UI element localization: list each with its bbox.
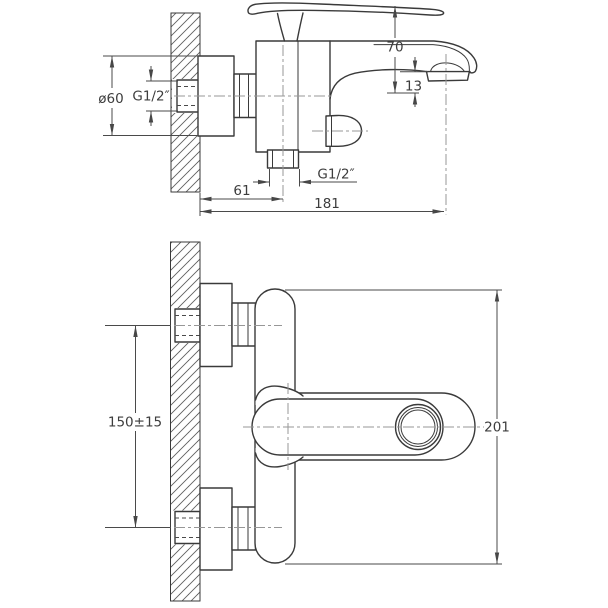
dim-handle-height-label: 70: [386, 40, 403, 56]
dim-body-height: 201: [285, 289, 510, 565]
flange-bottom: [199, 487, 233, 571]
wall-section-front: [170, 241, 201, 602]
spout-inner-edge: [373, 44, 470, 73]
dim-spout-drop-label: 13: [405, 79, 422, 95]
dim-outlet-offset-label: 61: [233, 183, 250, 199]
dim-mounting-centres: 150±15: [105, 325, 171, 528]
dim-body-height-label: 201: [484, 420, 510, 436]
dim-wall-thread: G1/2″: [132, 66, 178, 126]
hex-nut-bottom: [231, 506, 257, 551]
aerator-dome: [430, 62, 465, 72]
spout-underside: [329, 68, 428, 100]
spout-side: [329, 40, 478, 100]
dim-outlet-thread-label: G1/2″: [317, 167, 354, 183]
dim-flange-diameter-label: ø60: [98, 91, 123, 107]
dim-total-reach-label: 181: [314, 196, 340, 212]
side-view: ø60 G1/2″ 70 13 G1: [98, 2, 478, 216]
dim-total-reach: 181: [200, 196, 444, 214]
spout-top-edge: [329, 40, 478, 74]
dim-mounting-centres-label: 150±15: [108, 415, 162, 431]
aerator-tip: [425, 62, 471, 82]
dim-outlet-thread: G1/2″: [253, 167, 357, 187]
dim-spout-drop: 13: [400, 57, 428, 107]
handle-stem-side: [276, 12, 304, 42]
base-top-bulge: [254, 385, 304, 401]
wall-edge: [170, 12, 201, 193]
bottom-connection: [174, 487, 257, 571]
front-view: 150±15 201: [105, 241, 510, 602]
dim-flange-diameter: ø60: [98, 55, 199, 136]
base-bottom-bulge: [254, 452, 304, 468]
wall-edge: [170, 241, 201, 602]
dim-wall-thread-label: G1/2″: [132, 89, 169, 105]
hex-nut-top: [231, 302, 257, 347]
